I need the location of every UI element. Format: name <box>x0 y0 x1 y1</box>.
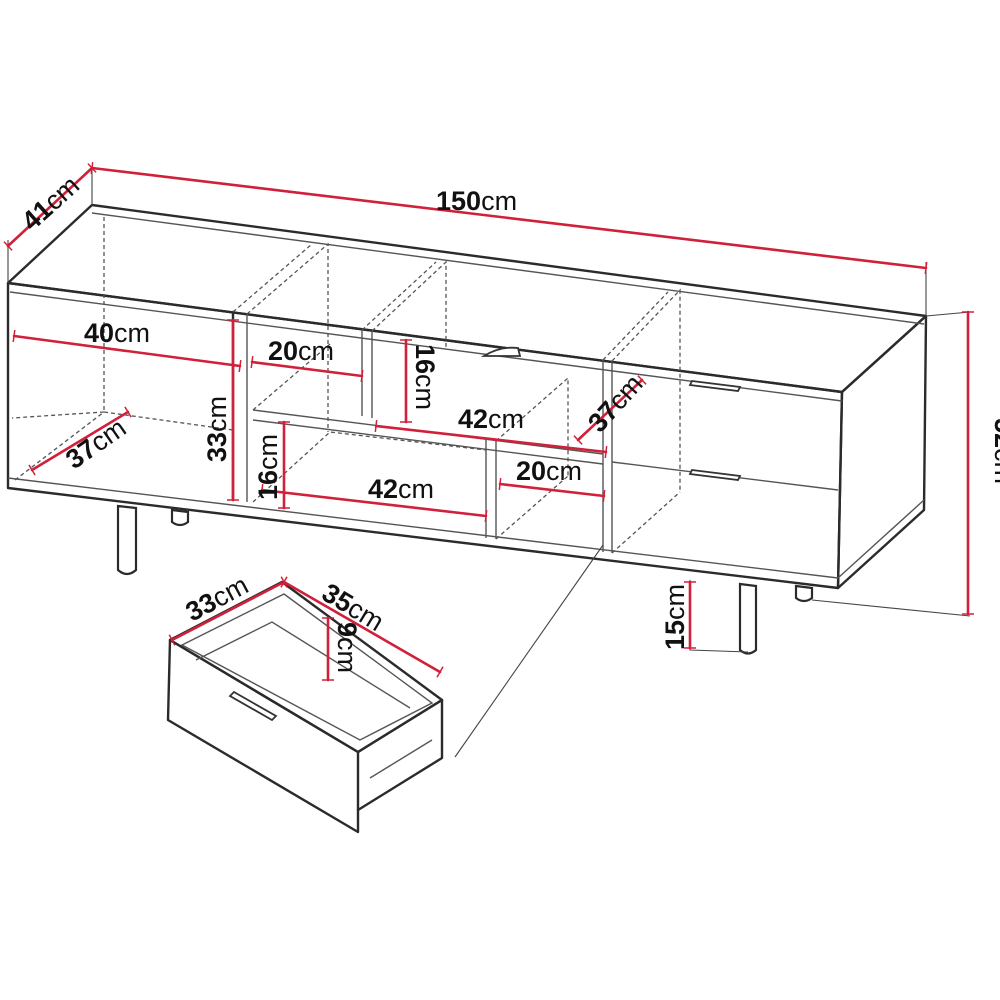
dim-line-lower-shelf-width-end-tick <box>602 489 606 503</box>
dim-line-drawer-depth <box>282 580 442 674</box>
label-overall-width: 150cm <box>436 186 517 216</box>
dim-line-lower-shelf-width <box>498 482 606 498</box>
dim-line-left-depth-end-tick <box>124 406 132 418</box>
dim-line-lower-shelf-width-start-tick <box>498 477 502 491</box>
label-depth: 41cm <box>16 170 85 236</box>
dim-line-upper-shelf-width <box>250 360 364 378</box>
dim-line-depth-end-tick <box>3 241 13 251</box>
upper-drawer-handle <box>688 380 742 392</box>
drawer-front-handle <box>228 690 278 722</box>
dim-line-drawer-depth-start-tick <box>280 576 288 588</box>
leg-back-left <box>170 508 190 527</box>
dim-line-left-width-end-tick <box>238 359 242 373</box>
dim-line-right-depth-end-tick <box>637 375 647 385</box>
label-drawer-width: 33cm <box>181 570 253 627</box>
label-left-width: 40cm <box>84 318 150 348</box>
leg-back-right <box>794 584 814 603</box>
label-leg-height: 15cm <box>660 584 690 650</box>
legs <box>116 504 814 655</box>
dimension-lines <box>3 161 974 682</box>
dim-line-upper-shelf-width-end-tick <box>360 369 364 383</box>
handles <box>480 346 742 481</box>
label-right-depth: 37cm <box>582 369 648 438</box>
dim-line-left-width-start-tick <box>12 329 16 343</box>
dim-line-upper-shelf-width-start-tick <box>250 355 254 369</box>
dim-line-overall-width <box>90 166 928 270</box>
dim-line-overall-width-end-tick <box>924 261 928 275</box>
leg-front-right <box>738 582 758 655</box>
dim-line-right-depth-start-tick <box>573 435 583 445</box>
label-lower-open-width: 42cm <box>368 474 434 504</box>
label-upper-open-width: 42cm <box>458 404 524 434</box>
dim-line-drawer-width <box>170 580 286 642</box>
drawer-detail <box>166 580 444 834</box>
dim-line-left-depth-start-tick <box>28 464 36 476</box>
label-lower-shelf-width: 20cm <box>516 456 582 486</box>
label-left-height: 33cm <box>202 396 232 462</box>
dim-line-depth-start-tick <box>87 163 97 173</box>
dim-line-upper-open-width-start-tick <box>374 419 378 433</box>
dim-line-upper-open-width-end-tick <box>604 445 608 459</box>
dim-line-lower-open-width-end-tick <box>484 509 488 523</box>
label-lower-open-height: 16cm <box>253 434 283 500</box>
dim-line-lower-open-width-start-tick <box>260 483 264 497</box>
label-upper-open-height: 16cm <box>410 344 440 410</box>
dim-line-left-width <box>12 334 242 368</box>
label-left-depth: 37cm <box>60 412 131 474</box>
dim-line-right-depth <box>576 378 644 442</box>
dimension-labels: 150cm 41cm 52cm 15cm 40cm 37cm 33cm 20cm… <box>16 170 1000 673</box>
label-upper-shelf-width: 20cm <box>268 336 334 366</box>
label-height: 52cm <box>989 418 1000 484</box>
leg-front-left <box>116 504 138 576</box>
dim-line-drawer-width-start-tick <box>168 634 176 646</box>
cabinet-body <box>6 203 928 590</box>
lower-drawer-handle <box>688 469 742 481</box>
dim-line-lower-open-width <box>260 488 488 518</box>
top-flap-handle <box>480 346 522 357</box>
dim-line-left-depth <box>30 410 130 472</box>
dim-line-depth <box>6 166 94 248</box>
dim-line-drawer-depth-end-tick <box>436 666 444 678</box>
label-drawer-height: 9cm <box>332 622 362 673</box>
dim-line-upper-open-width <box>374 424 608 454</box>
